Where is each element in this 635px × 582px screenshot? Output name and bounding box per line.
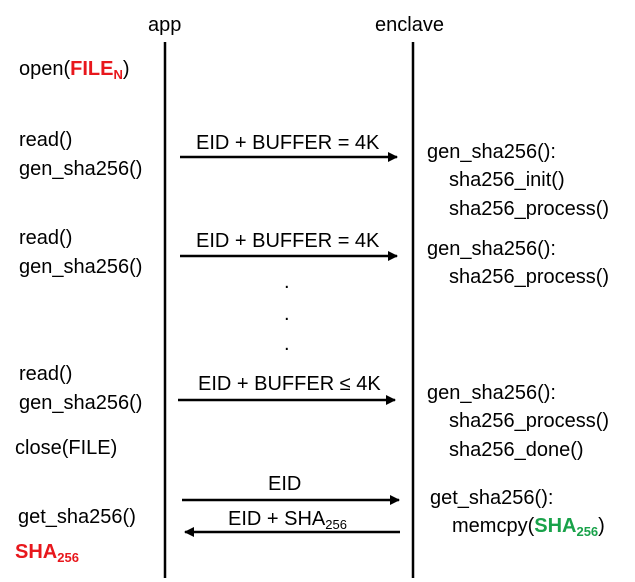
ellipsis-dot: . bbox=[284, 303, 290, 325]
message-label-2: EID + BUFFER = 4K bbox=[196, 230, 380, 252]
get-call: get_sha256() bbox=[18, 506, 136, 528]
ellipsis-dot: . bbox=[284, 333, 290, 355]
enclave-init-1: sha256_init() bbox=[449, 169, 565, 191]
enclave-lane-label: enclave bbox=[375, 14, 444, 36]
read-call-2: read() bbox=[19, 227, 73, 249]
sha-result: SHA256 bbox=[15, 541, 79, 565]
gen-call-1: gen_sha256() bbox=[19, 158, 143, 180]
message-label-4: EID bbox=[268, 473, 302, 495]
message-label-5: EID + SHA256 bbox=[228, 508, 347, 532]
close-call: close(FILE) bbox=[15, 437, 118, 459]
read-call-1: read() bbox=[19, 129, 73, 151]
gen-call-3: gen_sha256() bbox=[19, 392, 143, 414]
enclave-process-1: sha256_process() bbox=[449, 198, 610, 220]
read-call-3: read() bbox=[19, 363, 73, 385]
enclave-process-3: sha256_process() bbox=[449, 410, 610, 432]
enclave-gen-head-2: gen_sha256(): bbox=[427, 238, 556, 260]
enclave-memcpy: memcpy(SHA256) bbox=[452, 515, 605, 539]
message-label-3: EID + BUFFER ≤ 4K bbox=[198, 373, 381, 395]
enclave-gen-head-1: gen_sha256(): bbox=[427, 141, 556, 163]
enclave-process-2: sha256_process() bbox=[449, 266, 610, 288]
enclave-get-head: get_sha256(): bbox=[430, 487, 554, 509]
app-lane-label: app bbox=[148, 14, 182, 36]
ellipsis-dot: . bbox=[284, 271, 290, 293]
gen-call-2: gen_sha256() bbox=[19, 256, 143, 278]
message-label-1: EID + BUFFER = 4K bbox=[196, 132, 380, 154]
enclave-gen-head-3: gen_sha256(): bbox=[427, 382, 556, 404]
enclave-done-3: sha256_done() bbox=[449, 439, 584, 461]
open-call: open(FILEN) bbox=[19, 58, 130, 82]
